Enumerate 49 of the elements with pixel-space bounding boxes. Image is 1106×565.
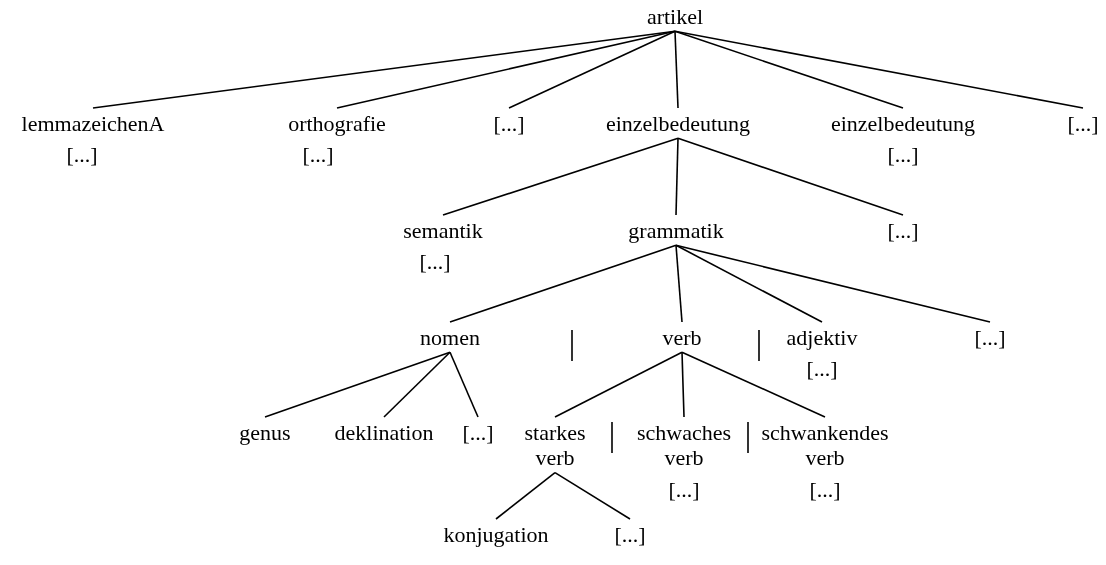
tree-line xyxy=(674,30,679,109)
ellipsis-note: [...] xyxy=(809,476,841,502)
tree-line xyxy=(554,471,631,520)
tree-line xyxy=(675,244,823,323)
tree-line xyxy=(264,351,451,418)
node-label: [...] xyxy=(614,522,646,548)
node-label: orthografie xyxy=(288,111,386,137)
node-label: genus xyxy=(239,420,291,446)
ellipsis-note: [...] xyxy=(668,476,700,502)
node-label: artikel xyxy=(646,4,704,30)
tree-line xyxy=(449,244,677,323)
ellipsis-note: [...] xyxy=(806,356,838,382)
ellipsis-note: [...] xyxy=(302,142,334,168)
tree-line xyxy=(336,30,676,109)
node-label: [...] xyxy=(462,420,494,446)
tree-line xyxy=(675,137,679,216)
node-label: deklination xyxy=(334,420,434,446)
tree-line xyxy=(442,137,679,216)
node-label: semantik xyxy=(403,218,483,244)
tree-line xyxy=(681,351,826,418)
ellipsis-note: [...] xyxy=(66,142,98,168)
node-label: [...] xyxy=(974,325,1006,351)
node-label: einzelbedeutung xyxy=(605,111,751,137)
tree-line xyxy=(675,244,991,323)
tree-line xyxy=(675,244,683,323)
ellipsis-note: [...] xyxy=(887,142,919,168)
tree-line xyxy=(681,351,685,418)
tree-line xyxy=(508,30,676,109)
node-label: [...] xyxy=(887,218,919,244)
node-label: adjektiv xyxy=(786,325,858,351)
node-label: verb xyxy=(662,325,702,351)
tree-line xyxy=(383,351,451,418)
ellipsis-note: [...] xyxy=(419,249,451,275)
node-label: grammatik xyxy=(628,218,724,244)
node-label: lemmazeichenA xyxy=(21,111,165,137)
tree-line xyxy=(554,351,683,418)
tree-line xyxy=(449,351,479,418)
node-label: konjugation xyxy=(443,522,549,548)
tree-line xyxy=(674,30,1084,109)
tree-line xyxy=(495,471,556,520)
node-label: schwankendes verb xyxy=(760,420,890,471)
node-label: nomen xyxy=(420,325,480,351)
node-label: [...] xyxy=(493,111,525,137)
tree-line xyxy=(674,30,904,109)
node-label: schwaches verb xyxy=(635,420,733,471)
node-label: einzelbedeutung xyxy=(830,111,976,137)
node-label: [...] xyxy=(1067,111,1099,137)
tree-line xyxy=(677,137,904,216)
node-label: starkes verb xyxy=(523,420,587,471)
